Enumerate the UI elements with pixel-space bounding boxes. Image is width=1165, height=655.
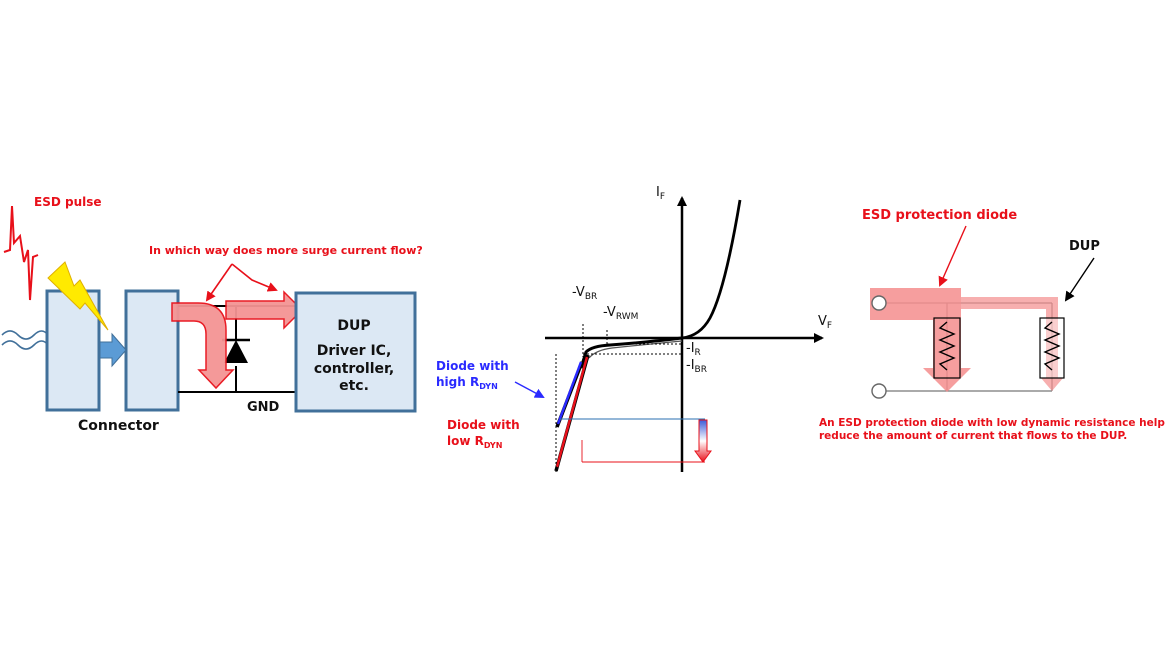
dup-title: DUP [337,318,370,334]
surge-question-label: In which way does more surge current flo… [149,244,423,257]
dup-body-line1: Driver IC, [317,343,392,359]
dup-label: DUP [1069,239,1100,254]
if-axis-label: IF [656,185,665,202]
esd-diode-resistor-icon [933,317,961,379]
dup-box [294,291,417,413]
surge-arrow-down-icon [171,302,235,390]
surge-arrow-right-icon [225,290,304,330]
connector-box-left [45,289,101,412]
signal-arrow-icon [99,332,127,368]
dotted-guides [555,324,682,472]
connector-box-right [124,289,180,412]
high-rdyn-label-line1: Diode with [436,359,509,373]
caption-line1: An ESD protection diode with low dynamic… [819,417,1165,429]
esd-pulse-label: ESD pulse [34,195,102,209]
current-difference-arrow-icon [694,419,712,463]
vbr-label: -VBR [572,285,597,302]
dup-resistor-icon [1039,317,1065,379]
ir-label: -IR [686,341,701,358]
gnd-label: GND [247,400,280,415]
surge-path-esd-icon [870,288,971,392]
ibr-label: -IBR [686,358,707,375]
dup-body-line3: etc. [339,378,369,394]
vrwm-label: -VRWM [603,305,638,322]
right-panel: ESD protection diode DUP An ESD protecti… [819,208,1165,442]
left-panel: ESD pulse Connector In which way [1,195,423,434]
question-pointer-arrows [205,263,278,302]
lightning-icon [47,261,109,331]
dup-body-line2: controller, [314,361,394,377]
esd-pulse-waveform [3,205,39,301]
esd-protection-diode-label: ESD protection diode [862,208,1017,223]
low-rdyn-label-line2: low RDYN [447,434,502,450]
reverse-curve [579,336,683,369]
terminal-bottom-icon [871,383,887,399]
low-rdyn-label-line1: Diode with [447,418,520,432]
surge-path-dup-icon [961,297,1063,391]
forward-curve [681,199,742,340]
input-wave-icon [1,330,49,350]
vf-axis-label: VF [818,314,832,331]
iv-curve-panel: IF VF -VBR [436,185,832,472]
caption-line2: reduce the amount of current that flows … [819,430,1127,442]
high-rdyn-label-line2: high RDYN [436,375,498,391]
terminal-top-icon [871,295,887,311]
connector-label: Connector [78,418,159,434]
